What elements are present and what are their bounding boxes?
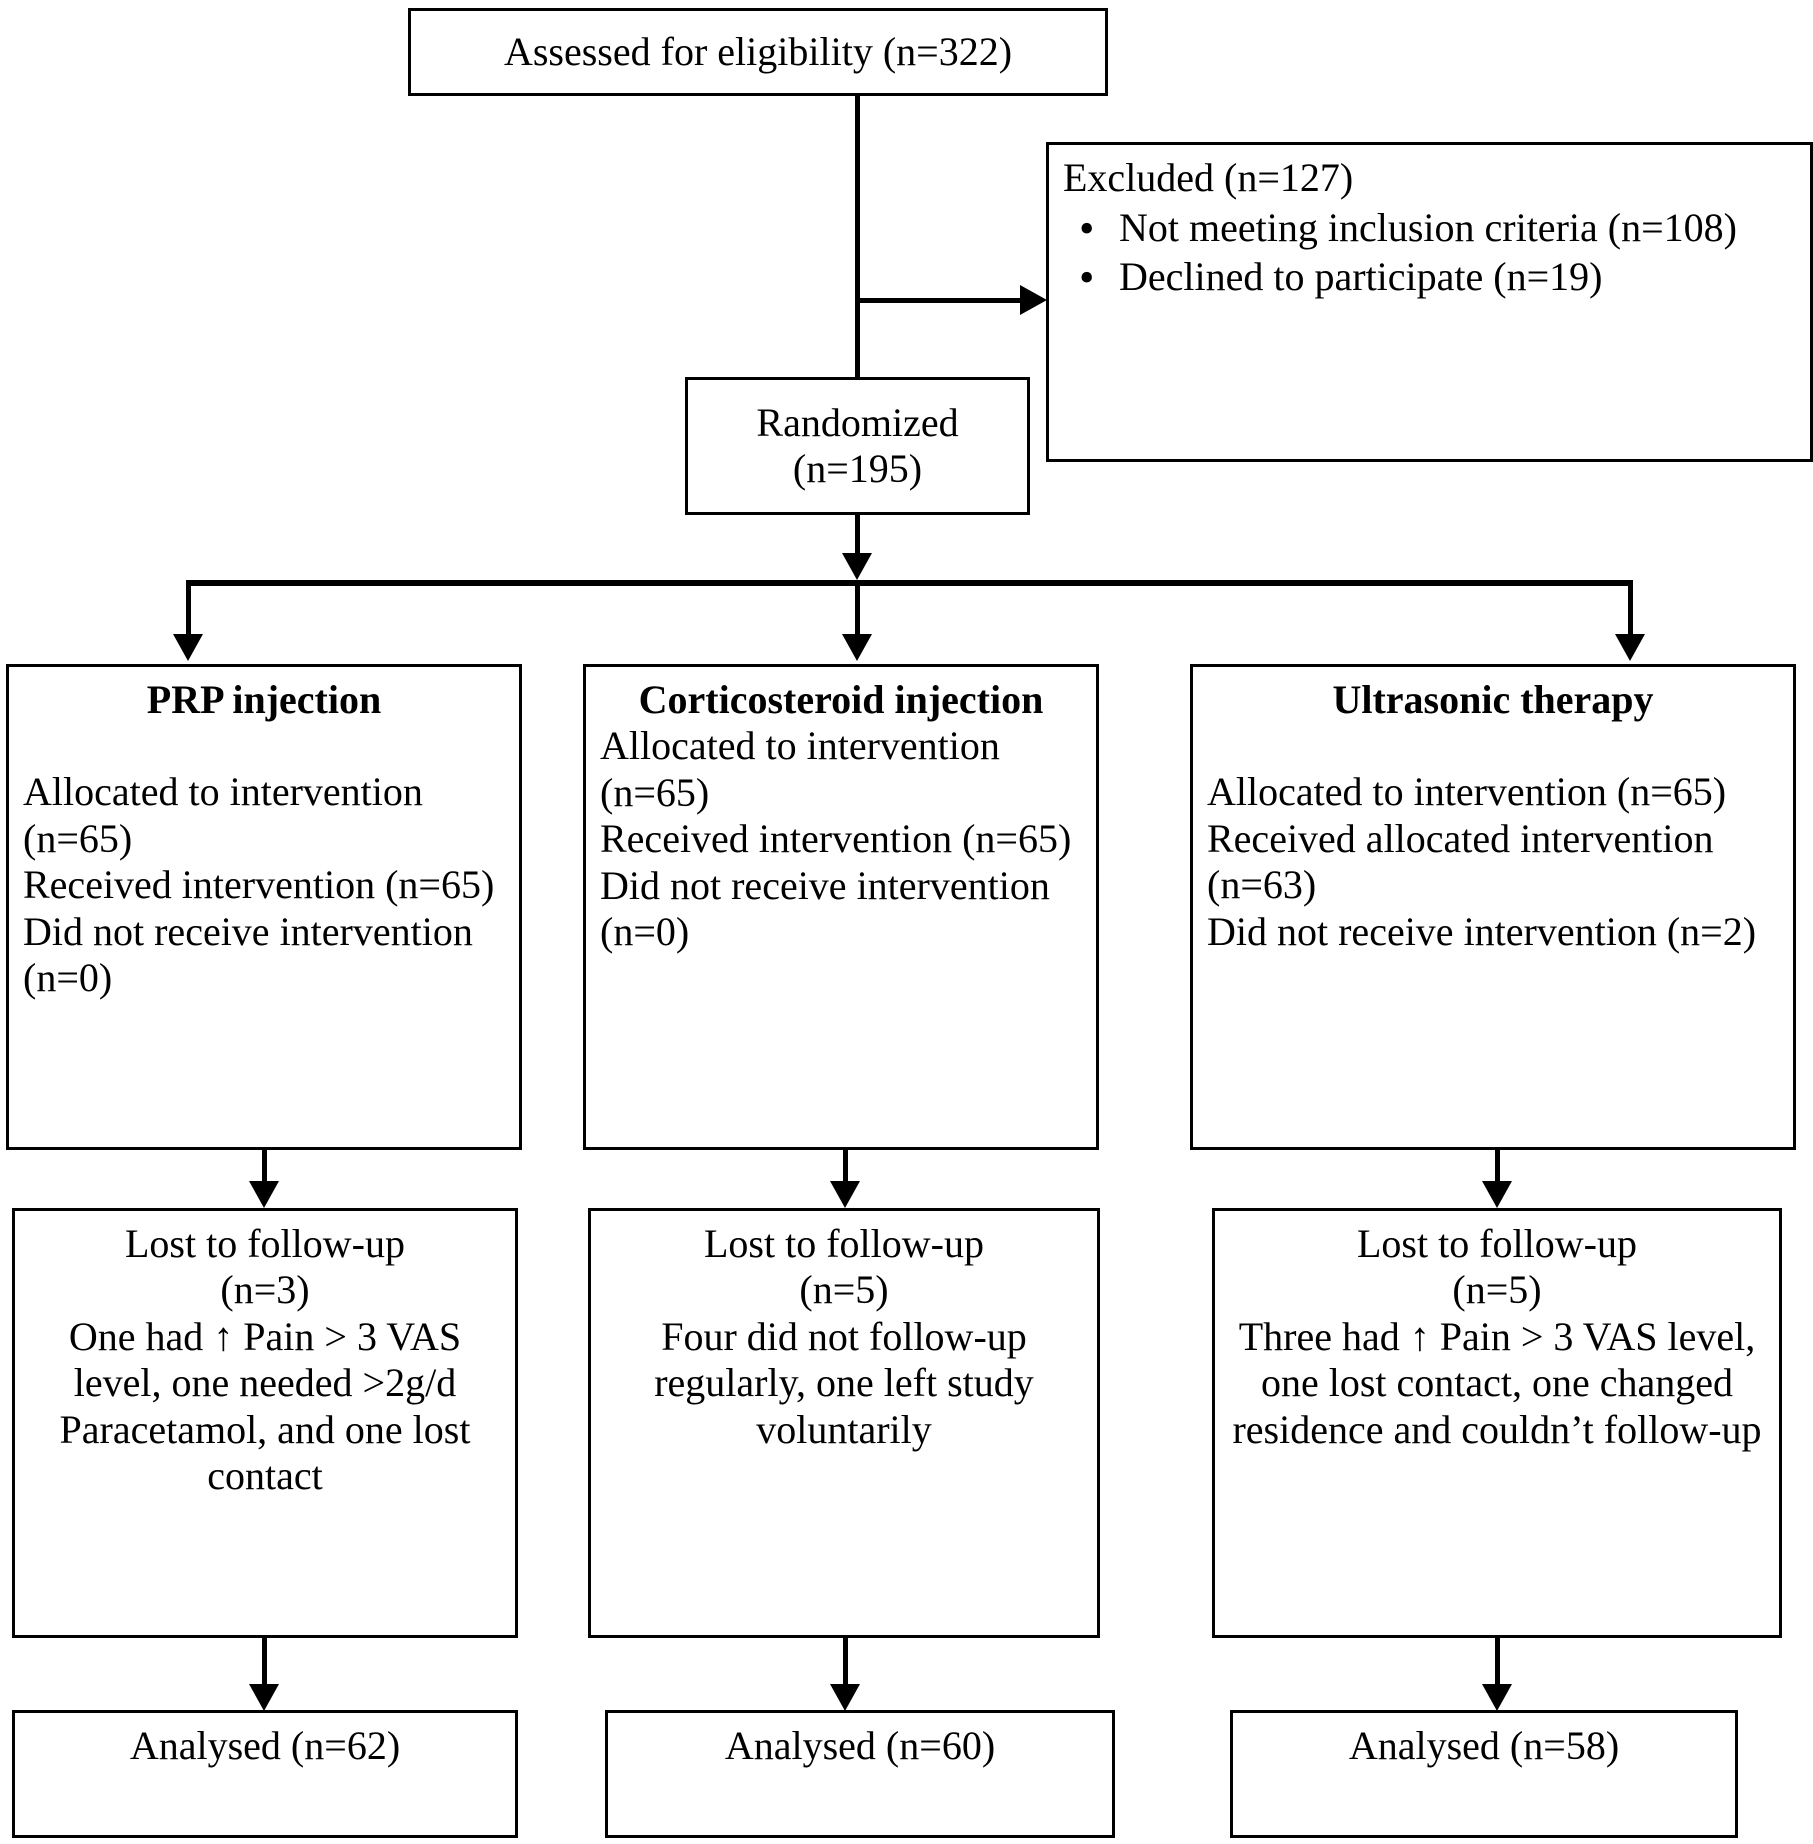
allocation-box-ultrasonic: Ultrasonic therapy Allocated to interven… xyxy=(1190,664,1796,1150)
connector-assessed-to-randomized xyxy=(855,96,860,378)
followup-box-prp: Lost to follow-up (n=3) One had ↑ Pain >… xyxy=(12,1208,518,1638)
allocation-branch-bar xyxy=(188,580,1633,586)
excluded-reason-list: Not meeting inclusion criteria (n=108) D… xyxy=(1063,203,1796,303)
allocation-box-corticosteroid: Corticosteroid injection Allocated to in… xyxy=(583,664,1099,1150)
connector-ultrasonic-followup-to-analysed xyxy=(1495,1638,1500,1690)
analysed-text: Analysed (n=58) xyxy=(1348,1723,1620,1768)
assessed-for-eligibility-box: Assessed for eligibility (n=322) xyxy=(408,8,1108,96)
connector-prp-followup-to-analysed xyxy=(262,1638,267,1690)
allocation-line: Did not receive intervention (n=0) xyxy=(23,908,473,1000)
randomized-box: Randomized (n=195) xyxy=(685,377,1030,515)
allocation-line: Received allocated intervention (n=63) xyxy=(1207,815,1714,908)
allocation-line: Allocated to intervention (n=65) xyxy=(1207,769,1727,815)
allocation-line: Received intervention (n=65) xyxy=(23,862,495,908)
allocation-line: Did not receive intervention (n=0) xyxy=(600,862,1050,954)
excluded-reason-item: Declined to participate (n=19) xyxy=(1079,252,1796,303)
excluded-reason-item: Not meeting inclusion criteria (n=108) xyxy=(1079,203,1796,254)
allocation-line: Allocated to intervention (n=65) xyxy=(23,769,423,861)
arm-title-corticosteroid: Corticosteroid injection xyxy=(638,677,1044,722)
allocation-box-prp: PRP injection Allocated to intervention … xyxy=(6,664,522,1150)
excluded-box: Excluded (n=127) Not meeting inclusion c… xyxy=(1046,142,1813,462)
followup-box-ultrasonic: Lost to follow-up (n=5) Three had ↑ Pain… xyxy=(1212,1208,1782,1638)
connector-corticosteroid-followup-to-analysed xyxy=(843,1638,848,1690)
connector-bar-to-ultrasonic xyxy=(1628,580,1633,638)
allocation-line: Did not receive intervention (n=2) xyxy=(1207,908,1757,954)
analysed-box-corticosteroid: Analysed (n=60) xyxy=(605,1710,1115,1838)
followup-box-corticosteroid: Lost to follow-up (n=5) Four did not fol… xyxy=(588,1208,1100,1638)
analysed-text: Analysed (n=62) xyxy=(129,1723,401,1768)
randomized-count: (n=195) xyxy=(792,446,923,491)
arrowhead-corticosteroid-analysed-icon xyxy=(830,1684,860,1711)
excluded-title: Excluded (n=127) xyxy=(1063,155,1354,200)
followup-count: (n=3) xyxy=(220,1267,310,1313)
arm-title-prp: PRP injection xyxy=(146,677,382,722)
connector-bar-to-prp xyxy=(186,580,191,638)
arrowhead-to-ultrasonic-icon xyxy=(1615,634,1645,661)
followup-detail: One had ↑ Pain > 3 VAS level, one needed… xyxy=(59,1313,471,1498)
arrowhead-prp-followup-icon xyxy=(249,1181,279,1208)
followup-count: (n=5) xyxy=(1452,1267,1542,1313)
arrowhead-to-prp-icon xyxy=(173,634,203,661)
connector-prp-alloc-to-followup xyxy=(262,1150,267,1185)
arrowhead-corticosteroid-followup-icon xyxy=(830,1181,860,1208)
connector-ultrasonic-alloc-to-followup xyxy=(1495,1150,1500,1185)
analysed-text: Analysed (n=60) xyxy=(724,1723,996,1768)
arrowhead-ultrasonic-followup-icon xyxy=(1482,1181,1512,1208)
arrowhead-randomized-to-bar-icon xyxy=(842,553,872,580)
assessed-for-eligibility-text: Assessed for eligibility (n=322) xyxy=(503,28,1013,74)
followup-detail: Three had ↑ Pain > 3 VAS level, one lost… xyxy=(1232,1313,1762,1452)
randomized-label: Randomized xyxy=(756,399,959,445)
arrowhead-to-corticosteroid-icon xyxy=(842,634,872,661)
connector-corticosteroid-alloc-to-followup xyxy=(843,1150,848,1185)
arrowhead-prp-analysed-icon xyxy=(249,1684,279,1711)
arrowhead-to-excluded-icon xyxy=(1020,285,1047,315)
followup-title: Lost to follow-up xyxy=(125,1221,405,1266)
followup-title: Lost to follow-up xyxy=(704,1221,984,1266)
connector-randomized-stem xyxy=(855,515,860,557)
arrowhead-ultrasonic-analysed-icon xyxy=(1482,1684,1512,1711)
followup-title: Lost to follow-up xyxy=(1357,1221,1637,1266)
analysed-box-ultrasonic: Analysed (n=58) xyxy=(1230,1710,1738,1838)
connector-bar-to-corticosteroid xyxy=(855,580,860,638)
connector-assessed-to-excluded xyxy=(857,298,1022,303)
allocation-line: Received intervention (n=65) xyxy=(600,816,1072,862)
analysed-box-prp: Analysed (n=62) xyxy=(12,1710,518,1838)
allocation-line: Allocated to intervention (n=65) xyxy=(600,723,1000,815)
arm-title-ultrasonic: Ultrasonic therapy xyxy=(1332,677,1654,722)
followup-count: (n=5) xyxy=(799,1267,889,1313)
followup-detail: Four did not follow-up regularly, one le… xyxy=(654,1313,1034,1452)
